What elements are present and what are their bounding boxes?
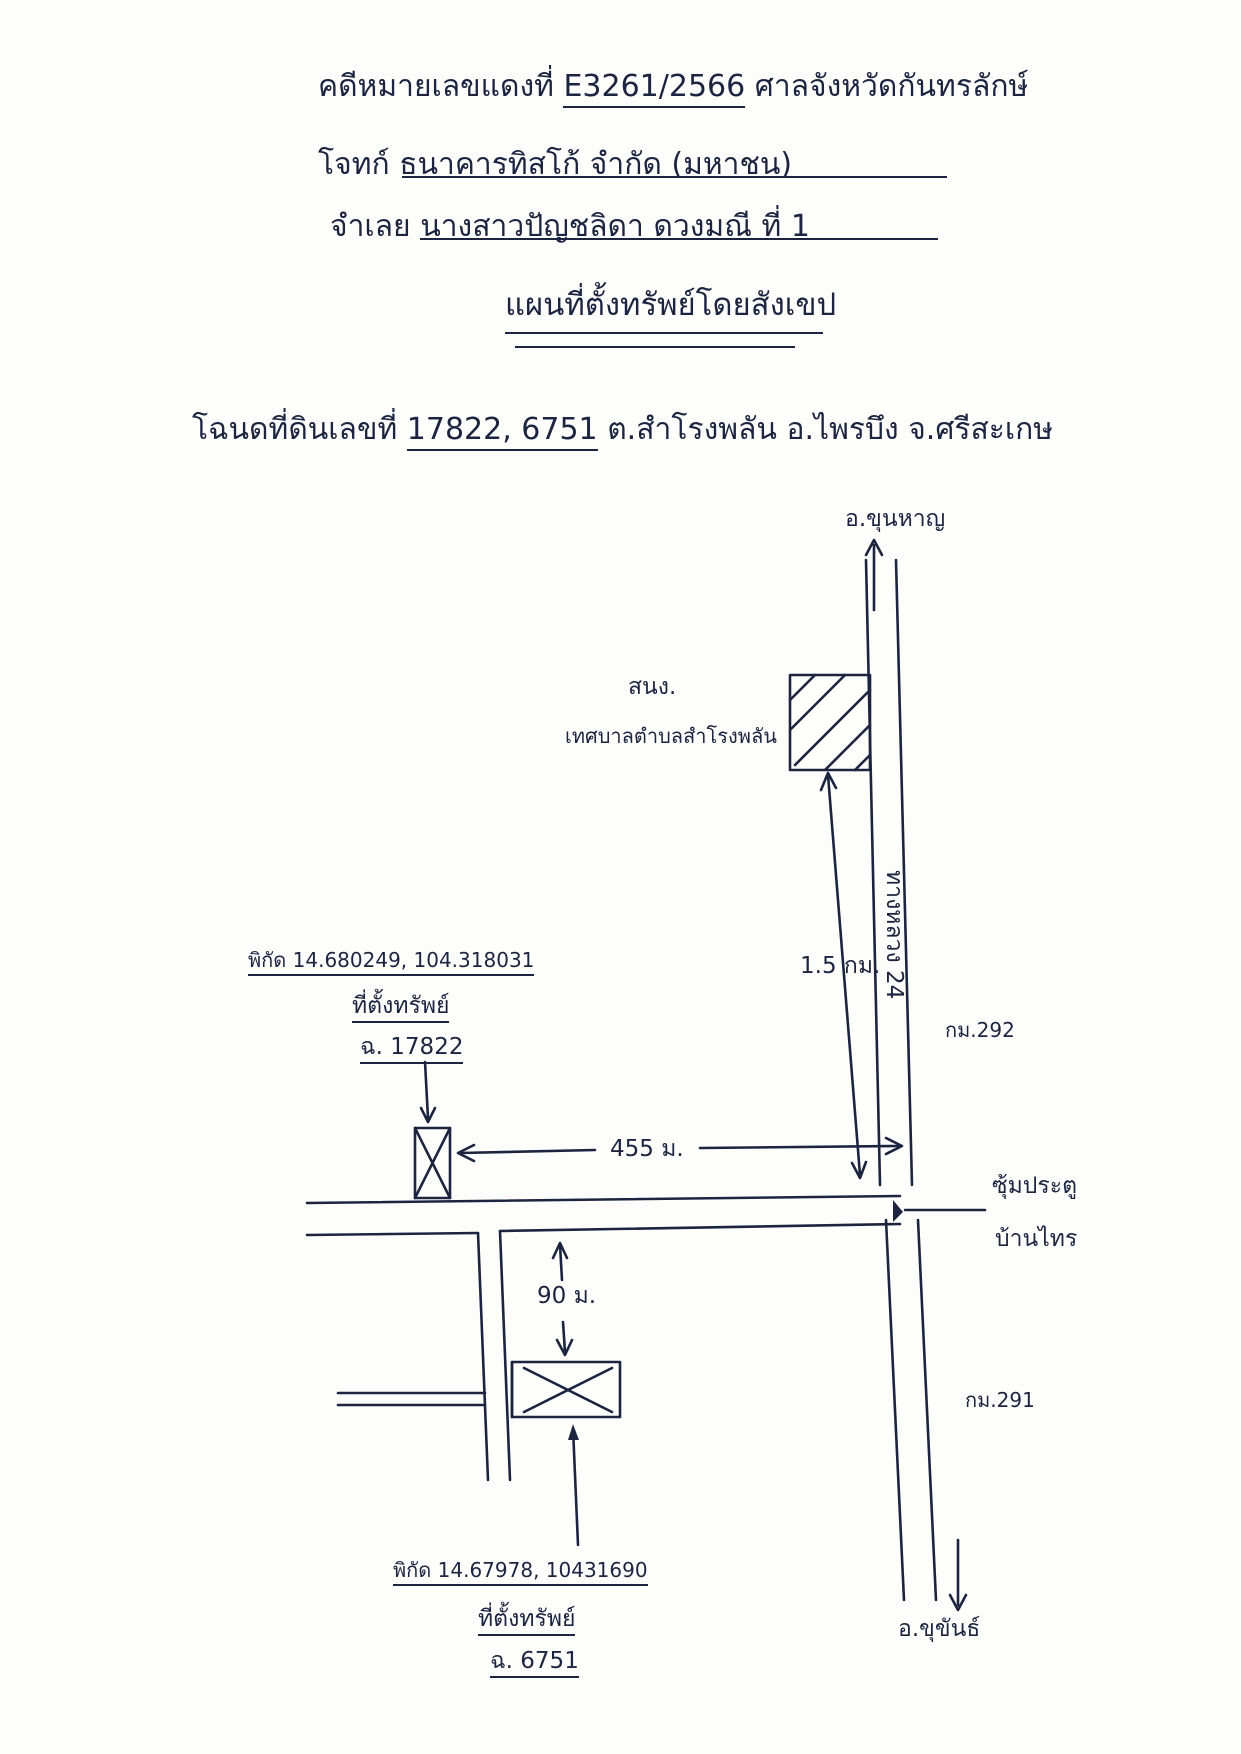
distance-455: 455 ม.: [610, 1136, 684, 1162]
plot-17822-coords: พิกัด 14.680249, 104.318031: [248, 948, 535, 976]
office-distance-arrowhead-bottom: [850, 1160, 868, 1180]
plot-6751-caption: ที่ตั้งทรัพย์: [478, 1606, 576, 1636]
branch-road-east-edge: [498, 1229, 512, 1482]
deed-location: ต.สำโรงพลัน อ.ไพรบึง จ.ศรีสะเกษ: [607, 412, 1054, 447]
office-label-2: เทศบาลตำบลสำโรงพลัน: [565, 724, 777, 748]
dist-90-arrowhead-top: [551, 1241, 569, 1260]
map-title-underline-2: [515, 346, 795, 348]
soi-entrance-marker: [893, 1200, 903, 1222]
plot-17822-deed: ฉ. 17822: [360, 1034, 464, 1064]
plot-6751-pointer-arrowhead: [568, 1424, 579, 1440]
case-label: คดีหมายเลขแดงที่: [318, 69, 554, 104]
plot-6751-cross: [522, 1366, 614, 1414]
plot-17822-pointer-arrowhead: [419, 1106, 437, 1124]
defendant-value: นางสาวปัญชลิดา ดวงมณี ที่ 1: [420, 209, 810, 244]
plot-17822-box: [413, 1126, 452, 1200]
road-name: ทางหลวง 24: [881, 870, 907, 1000]
office-hatch: [788, 673, 817, 702]
court-name: ศาลจังหวัดกันทรลักษ์: [754, 69, 1029, 104]
office-box: [788, 673, 872, 772]
plot-6751-deed: ฉ. 6751: [490, 1648, 579, 1678]
distance-90: 90 ม.: [537, 1283, 597, 1309]
dist-90-line-top: [558, 1243, 564, 1282]
office-hatch: [788, 673, 847, 732]
plot-6751-coords: พิกัด 14.67978, 10431690: [393, 1558, 648, 1586]
deed-line: โฉนดที่ดินเลขที่ 17822, 6751 ต.สำโรงพลัน…: [192, 412, 1054, 451]
map-title-underline: [505, 332, 823, 334]
south-destination: อ.ขุขันธ์: [898, 1616, 981, 1642]
plaintiff-label: โจทก์: [318, 147, 390, 182]
plot-6751-pointer: [571, 1426, 580, 1547]
plot-17822-pointer: [423, 1060, 430, 1120]
dist-455-arrowhead-left: [456, 1143, 476, 1163]
highway-east-edge: [894, 558, 914, 1187]
highway-west-edge-south: [884, 1218, 906, 1602]
plaintiff-line: โจทก์ ธนาคารทิสโก้ จำกัด (มหาชน): [318, 150, 792, 180]
deed-numbers: 17822, 6751: [406, 412, 598, 451]
km-marker-291: กม.291: [965, 1388, 1035, 1412]
dist-455-arrowhead-right: [884, 1136, 904, 1156]
office-hatch: [823, 723, 872, 772]
case-number: E3261/2566: [563, 69, 746, 108]
deed-prefix: โฉนดที่ดินเลขที่: [192, 412, 398, 447]
branch-road-west-edge: [476, 1231, 490, 1482]
north-destination: อ.ขุนหาญ: [845, 506, 946, 532]
office-hatch: [853, 753, 872, 772]
plaintiff-value: ธนาคารทิสโก้ จำกัด (มหาชน): [399, 147, 793, 182]
map-title: แผนที่ตั้งทรัพย์โดยสังเขป: [505, 287, 837, 323]
office-distance-arrowhead-top: [819, 771, 838, 792]
plot-17822-caption: ที่ตั้งทรัพย์: [352, 993, 450, 1023]
plot-17822-cross: [413, 1126, 452, 1200]
office-distance-line: [826, 773, 862, 1177]
highway-east-edge-south: [916, 1218, 938, 1602]
highway-west-edge: [864, 558, 882, 1187]
office-distance: 1.5 กม.: [800, 953, 881, 979]
km-marker-292: กม.292: [945, 1018, 1015, 1042]
soi-south-edge-east: [498, 1222, 902, 1233]
south-arrow-icon: [948, 1593, 968, 1612]
dist-90-arrowhead-bottom: [555, 1338, 574, 1357]
soi-north-edge: [305, 1194, 902, 1205]
defendant-line: จำเลย นางสาวปัญชลิดา ดวงมณี ที่ 1: [330, 212, 810, 242]
north-arrow-icon: [864, 538, 884, 557]
soi-south-edge-west: [305, 1231, 480, 1237]
soi-label-2: บ้านไทร: [995, 1226, 1078, 1252]
soi-label-1: ซุ้มประตู: [992, 1173, 1078, 1199]
dist-455-line-left: [458, 1148, 597, 1155]
defendant-label: จำเลย: [330, 209, 411, 244]
defendant-underline: [420, 238, 938, 240]
dist-455-line-right: [698, 1144, 902, 1150]
dist-90-line-bottom: [561, 1320, 567, 1354]
office-label-1: สนง.: [628, 674, 677, 700]
office-hatch: [793, 688, 872, 767]
plaintiff-underline: [402, 176, 947, 178]
case-line: คดีหมายเลขแดงที่ E3261/2566 ศาลจังหวัดกั…: [318, 69, 1029, 108]
